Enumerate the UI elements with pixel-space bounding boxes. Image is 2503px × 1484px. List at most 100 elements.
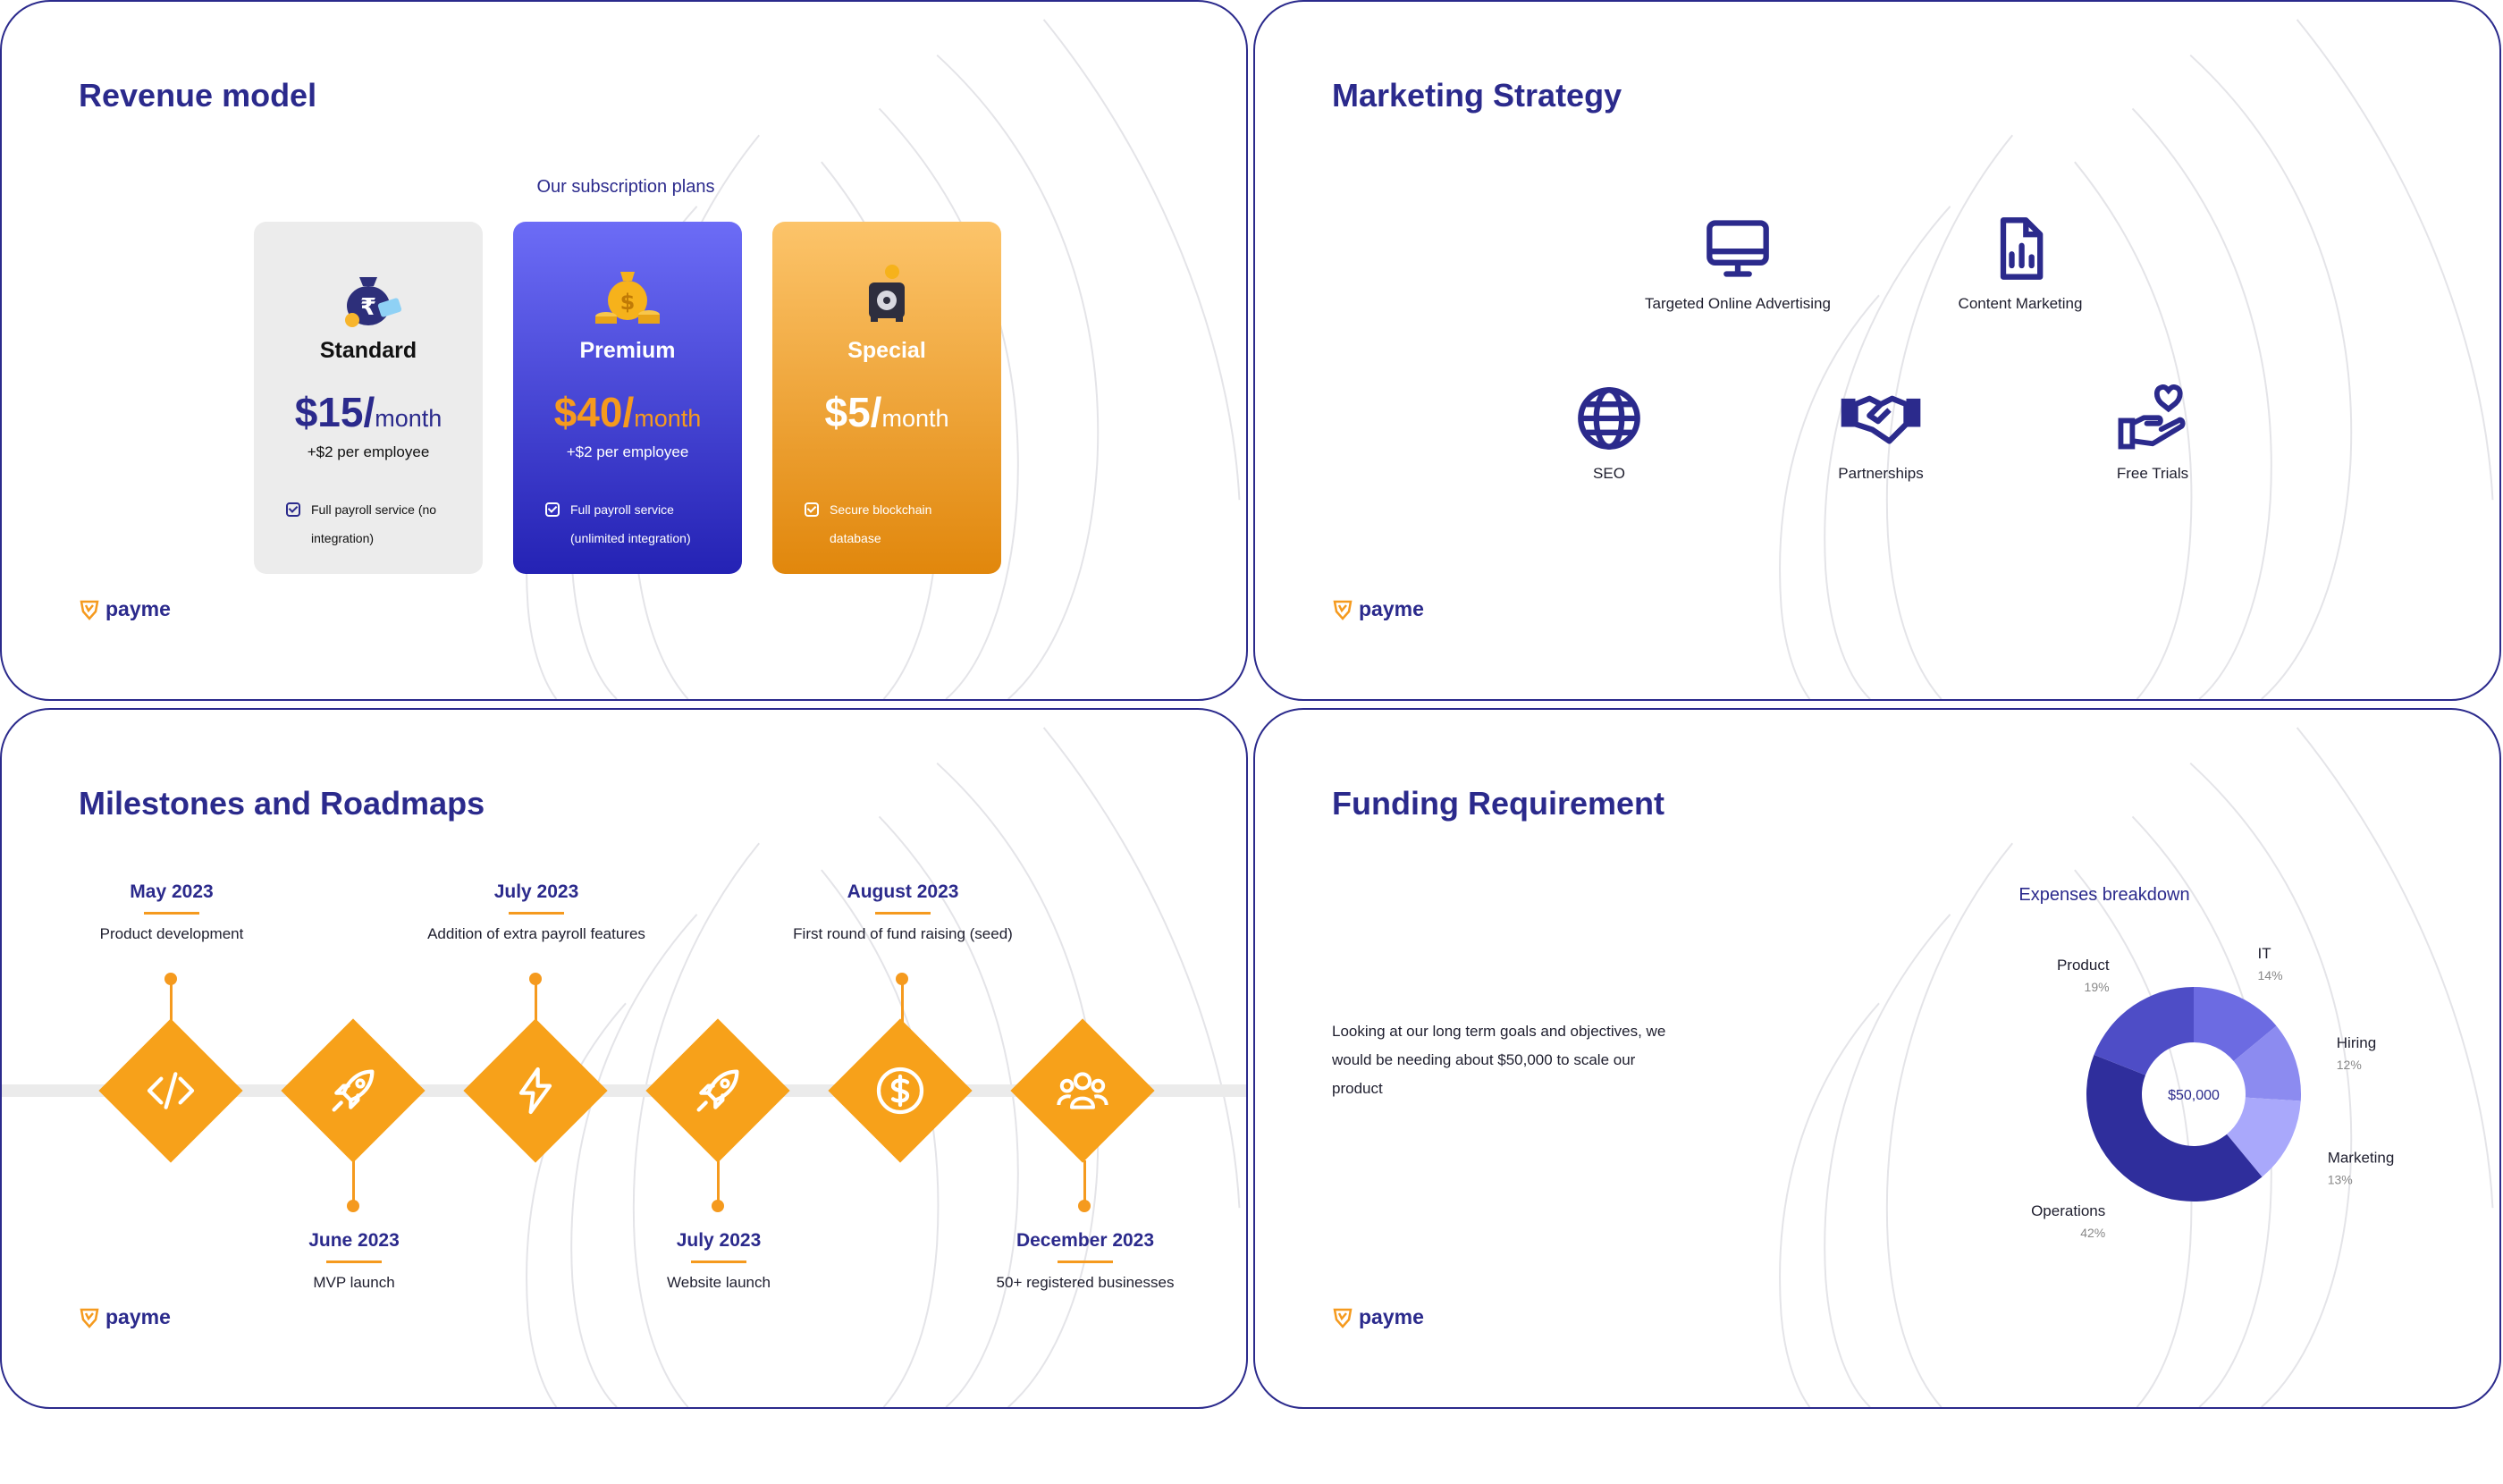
- donut-slice-marketing: [2226, 1097, 2301, 1177]
- slide-title: Milestones and Roadmaps: [79, 785, 485, 822]
- svg-text:$: $: [620, 290, 636, 315]
- milestone-connector: [535, 978, 537, 1023]
- milestone-desc: 50+ registered businesses: [996, 1274, 1175, 1291]
- feature-text: Full payroll service (no integration): [311, 502, 437, 545]
- milestone-desc: First round of fund raising (seed): [793, 925, 1013, 942]
- plan-price: $5/month: [772, 388, 1001, 436]
- plan-card-standard: ₹ Standard $15/month +$2 per employee Fu…: [254, 222, 483, 574]
- slide-milestones: Milestones and Roadmaps May 2023 Product…: [0, 708, 1248, 1409]
- brand-logo: payme: [1332, 597, 1424, 621]
- plan-feature: Full payroll service (unlimited integrat…: [545, 495, 721, 552]
- code-icon: [147, 1072, 195, 1109]
- price-unit: month: [634, 405, 702, 432]
- heart-hand-icon: [2118, 384, 2186, 450]
- price-value: $40/: [553, 389, 635, 435]
- price-value: $15/: [294, 389, 375, 435]
- milestone-date: August 2023: [847, 881, 959, 902]
- rocket-icon: [332, 1069, 375, 1112]
- plan-card-premium: $ Premium $40/month +$2 per employee Ful…: [513, 222, 742, 574]
- plan-price: $40/month: [513, 388, 742, 436]
- price-unit: month: [375, 405, 442, 432]
- rocket-icon: [696, 1069, 739, 1112]
- milestone-dot: [164, 973, 177, 985]
- slide-revenue-model: Revenue model Our subscription plans ₹ S…: [0, 0, 1248, 701]
- slice-label: Hiring: [2337, 1034, 2376, 1051]
- milestone-dot: [529, 973, 542, 985]
- milestone-connector: [170, 978, 173, 1023]
- milestone-underline: [691, 1261, 746, 1263]
- slice-percent: 12%: [2337, 1058, 2362, 1072]
- checkbox-icon: [286, 502, 300, 517]
- milestone-underline: [326, 1261, 382, 1263]
- milestone-date: May 2023: [130, 881, 214, 902]
- milestone-connector: [1083, 1160, 1086, 1205]
- marketing-item-free-trials: Free Trials: [2027, 377, 2278, 483]
- milestone-dot: [347, 1200, 359, 1212]
- milestone-connector: [717, 1160, 720, 1205]
- monitor-icon: [1707, 220, 1769, 277]
- milestone-dot: [896, 973, 908, 985]
- expenses-donut-chart: IT14%Hiring12%Marketing13%Operations42%P…: [2031, 945, 2395, 1240]
- feature-text: Full payroll service (unlimited integrat…: [570, 502, 691, 545]
- brand-name: payme: [1359, 1305, 1424, 1328]
- brand-name: payme: [105, 1305, 171, 1328]
- marketing-item-partnerships: Partnerships: [1756, 384, 2006, 483]
- feature-text: Secure blockchain database: [830, 502, 932, 545]
- slide-title: Revenue model: [79, 77, 317, 114]
- document-chart-icon: [2000, 217, 2044, 280]
- slice-percent: 42%: [2080, 1226, 2105, 1240]
- milestone-label: May 2023 Product development: [38, 881, 306, 943]
- money-bag-icon: ₹: [345, 277, 402, 327]
- brand-name: payme: [105, 597, 171, 620]
- brand-name: payme: [1359, 597, 1424, 620]
- milestone-desc: Product development: [99, 925, 244, 942]
- slice-percent: 14%: [2258, 968, 2283, 982]
- shield-logo-icon: [1333, 1308, 1353, 1328]
- milestone-underline: [875, 912, 931, 915]
- milestone-connector: [901, 978, 904, 1023]
- plan-name: Premium: [579, 338, 676, 363]
- donut-slice-product: [2094, 987, 2194, 1075]
- brand-logo: payme: [79, 1305, 171, 1329]
- milestone-date: July 2023: [676, 1230, 762, 1251]
- slide-title: Funding Requirement: [1332, 785, 1664, 822]
- donut-slice-operations: [2086, 1054, 2263, 1202]
- users-icon: [1057, 1072, 1108, 1109]
- checkbox-icon: [545, 502, 560, 517]
- dollar-icon: [876, 1067, 924, 1115]
- price-value: $5/: [824, 389, 882, 435]
- milestone-underline: [1058, 1261, 1113, 1263]
- milestone-label: June 2023 MVP launch: [220, 1230, 488, 1292]
- plan-extra: +$2 per employee: [307, 443, 430, 460]
- plan-name: Special: [847, 338, 926, 363]
- milestone-desc: MVP launch: [313, 1274, 395, 1291]
- gold-coins-icon: $: [595, 272, 660, 324]
- milestone-dot: [1078, 1200, 1091, 1212]
- slide-funding-requirement: Funding Requirement Looking at our long …: [1253, 708, 2501, 1409]
- milestone-connector: [352, 1160, 355, 1205]
- plan-extra: +$2 per employee: [566, 443, 689, 460]
- marketing-item-content: Content Marketing: [1895, 215, 2145, 313]
- milestone-date: July 2023: [493, 881, 579, 902]
- plan-card-special: Special $5/month Secure blockchain datab…: [772, 222, 1001, 574]
- milestone-underline: [509, 912, 564, 915]
- marketing-label: Targeted Online Advertising: [1645, 295, 1831, 312]
- milestone-dot: [712, 1200, 724, 1212]
- safe-icon: [869, 265, 905, 322]
- plan-name: Standard: [319, 338, 417, 363]
- slice-percent: 13%: [2328, 1172, 2353, 1186]
- handshake-icon: [1841, 395, 1921, 444]
- brand-logo: payme: [1332, 1305, 1424, 1329]
- slice-label: Operations: [2031, 1202, 2105, 1219]
- milestone-label: August 2023 First round of fund raising …: [769, 881, 1037, 943]
- plans-heading: Our subscription plans: [536, 177, 715, 197]
- marketing-label: Free Trials: [2116, 465, 2189, 482]
- globe-icon: [1578, 387, 1640, 450]
- milestone-desc: Website launch: [667, 1274, 771, 1291]
- slice-label: IT: [2258, 945, 2271, 962]
- donut-slice-it: [2194, 987, 2277, 1062]
- donut-slice-hiring: [2233, 1025, 2301, 1101]
- slice-label: Marketing: [2328, 1149, 2395, 1166]
- lightning-icon: [518, 1067, 552, 1115]
- price-unit: month: [881, 405, 949, 432]
